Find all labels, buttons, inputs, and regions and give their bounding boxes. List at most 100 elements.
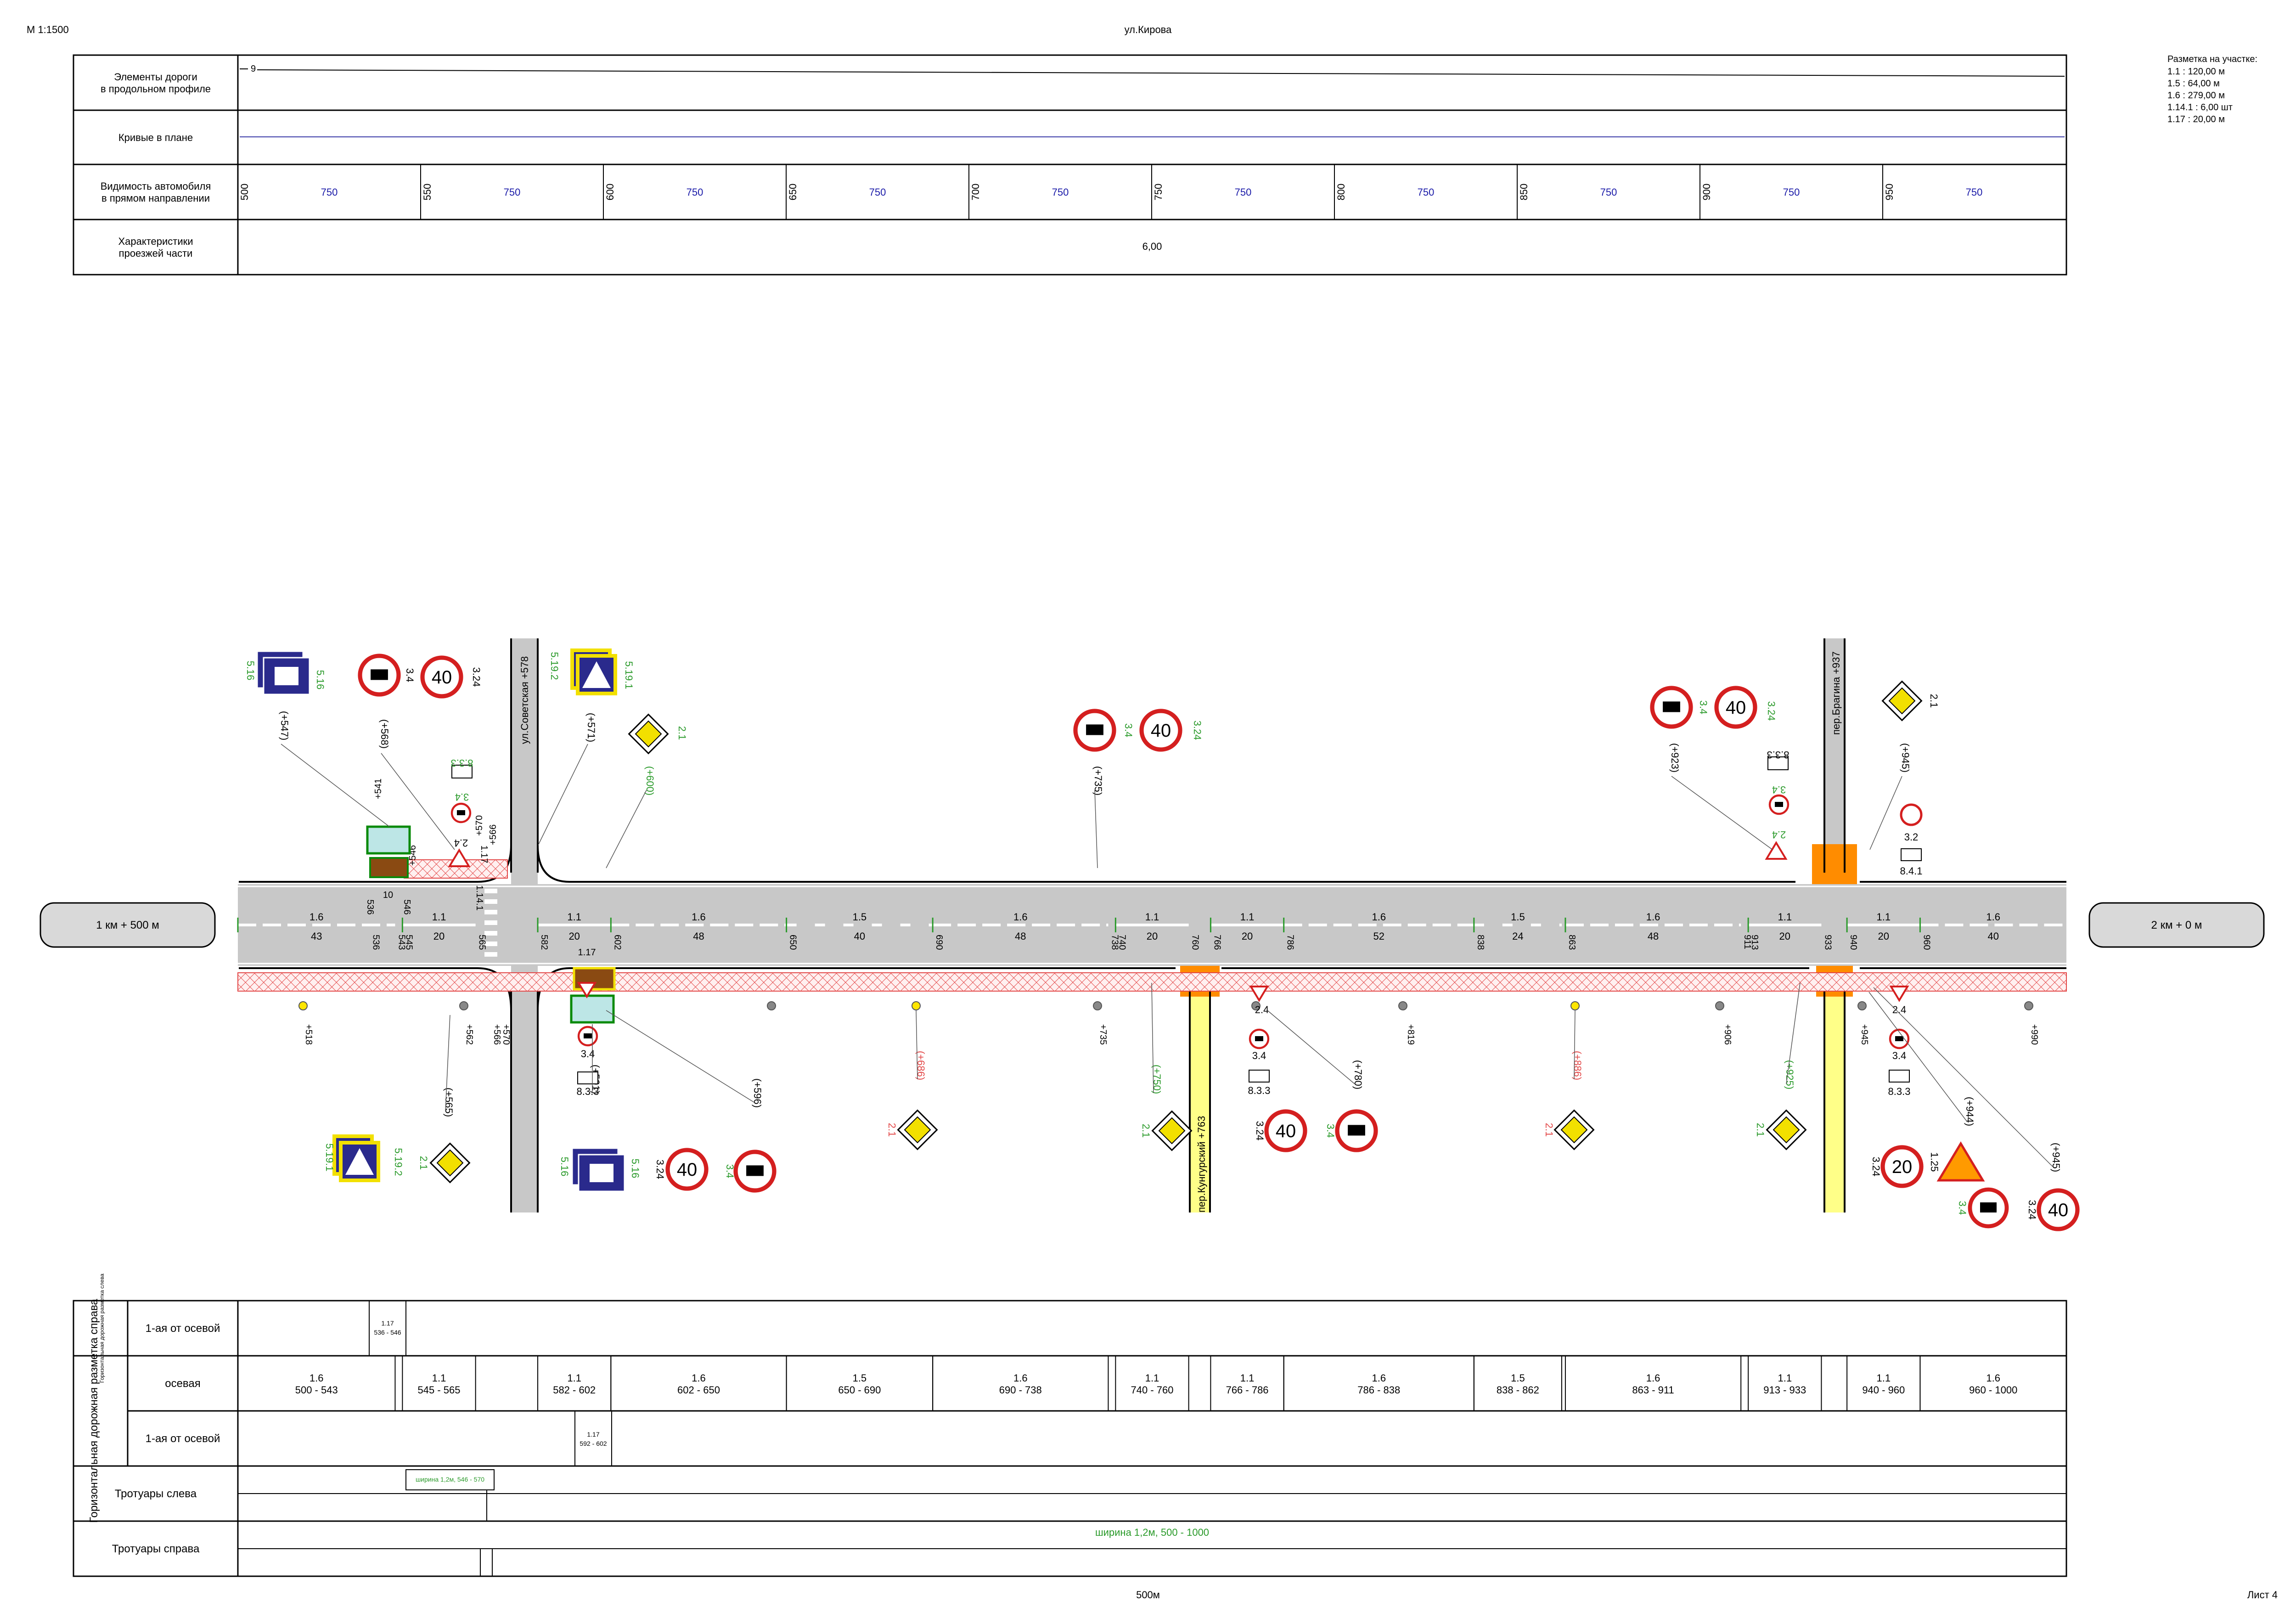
axis-picket: 738	[1109, 935, 1120, 950]
carriageway-width: 6,00	[1142, 241, 1162, 252]
visibility-km: 550	[422, 184, 433, 201]
markup-summary-line: 1.14.1 : 6,00 шт	[2167, 102, 2233, 113]
street-lamp	[912, 1001, 921, 1010]
axis-cell-range: 838 - 862	[1497, 1384, 1539, 1396]
left-misc-label: 10	[383, 890, 393, 900]
sign-label: (+547)	[279, 711, 290, 740]
sign-label: 5.16	[559, 1157, 570, 1177]
speed-limit-sign-bottom-ring	[665, 1148, 709, 1191]
main-road-sign-886-inner	[1560, 1116, 1588, 1144]
sign-label: 3.24	[1254, 1121, 1266, 1141]
no-trucks-sign-b	[1968, 1187, 2009, 1229]
sign-label: 3.4	[455, 791, 469, 803]
row-left-first: 1-ая от осевой	[146, 1322, 220, 1335]
axis-cell-code: 1.5	[1511, 1372, 1525, 1384]
footer-length: 500м	[1136, 1589, 1160, 1601]
top-row-label: Видимость автомобиля	[101, 180, 211, 192]
sign-label: 3.4	[1123, 723, 1134, 738]
axis-cell-range: 602 - 650	[677, 1384, 720, 1396]
axis-cell-range: 940 - 960	[1862, 1384, 1905, 1396]
sign-label: 5.16	[245, 661, 256, 681]
axis-segment-length: 20	[1878, 930, 1889, 942]
road-plan: 1 км + 500 м 2 км + 0 м ул.Советская +57…	[39, 638, 2265, 1231]
sign-label: (+780)	[1352, 1060, 1364, 1089]
axis-segment-code: 1.6	[310, 911, 324, 923]
visibility-value: 750	[1783, 186, 1800, 198]
sign-label: (+944)	[1964, 1097, 1975, 1126]
axis-cell-range: 500 - 543	[295, 1384, 338, 1396]
row-walk-left: Тротуары слева	[115, 1488, 197, 1500]
axis-picket: 838	[1475, 935, 1486, 950]
speed-limit-sign-k-value: 40	[1276, 1121, 1296, 1141]
sign-label: (+925)	[1784, 1060, 1795, 1089]
axis-segment-length: 40	[1987, 930, 1998, 942]
speed-limit-sign-value: 40	[432, 667, 452, 688]
side-street-kungursky: пер.Кунгурский +763	[1180, 964, 1220, 1212]
visibility-km: 950	[1884, 184, 1895, 201]
visibility-value: 750	[321, 186, 338, 198]
top-row-label: Элементы дороги	[114, 71, 197, 83]
axis-picket: 933	[1823, 935, 1833, 950]
row-right-first: 1-ая от осевой	[146, 1432, 220, 1445]
visibility-value: 750	[1600, 186, 1617, 198]
axis-cell-code: 1.6	[692, 1372, 706, 1384]
leader-line	[281, 744, 390, 827]
group-right-label: Горизонтальная дорожная разметка справа	[88, 1298, 100, 1522]
right-picket: +906	[1722, 1024, 1733, 1045]
crosswalk-sovetskaya	[484, 889, 497, 957]
pedestrian-sign	[576, 654, 617, 695]
axis-picket: 760	[1190, 935, 1200, 950]
axis-segment-code: 1.1	[1145, 911, 1159, 923]
main-road-sign-east-inner	[1888, 687, 1916, 715]
axis-segment-code: 1.5	[853, 911, 867, 923]
speed-limit-sign-20: 20	[1880, 1145, 1924, 1188]
end-km-marker: 2 км + 0 м	[2088, 902, 2265, 948]
start-km-marker: 1 км + 500 м	[39, 902, 216, 948]
axis-picket: 690	[934, 935, 944, 950]
speed-limit-sign-mid-ring	[1139, 709, 1182, 752]
visibility-value: 750	[1235, 186, 1252, 198]
no-trucks-sign-east	[1650, 686, 1693, 729]
yield-sign-kungursky-shape	[1249, 986, 1269, 1002]
bus-stop-sign-bottom	[578, 1154, 625, 1192]
speed-limit-sign-b-ring	[2037, 1188, 2080, 1231]
main-road-sign-925-inner	[1773, 1116, 1800, 1144]
axis-segment-code: 1.5	[1511, 911, 1525, 923]
axis-cell-code: 1.1	[432, 1372, 446, 1384]
yield-sign-right-shape	[577, 982, 597, 998]
sign-label: (+945)	[1900, 743, 1911, 773]
axis-segment-code: 1.6	[692, 911, 706, 923]
axis-cell-code: 1.1	[1778, 1372, 1792, 1384]
no-trucks-sign	[358, 654, 401, 697]
profile-mark: 9	[251, 64, 256, 74]
visibility-value: 750	[1052, 186, 1069, 198]
leader-line	[1574, 1010, 1576, 1080]
scale-label: М 1:1500	[27, 24, 69, 35]
leader-line	[538, 744, 588, 846]
markup-summary-line: 1.5 : 64,00 м	[2167, 79, 2220, 89]
axis-segment-length: 20	[568, 930, 580, 942]
top-row-label: Кривые в плане	[118, 132, 193, 143]
pedestrian-sign-pedestrian-icon	[582, 661, 611, 688]
left-picket: +566	[488, 824, 498, 845]
top-row-label: в продольном профиле	[101, 83, 211, 95]
axis-cell-range: 582 - 602	[553, 1384, 596, 1396]
no-trucks-sign-b-truck-icon	[1980, 1202, 1997, 1212]
right-picket: +518	[304, 1024, 314, 1045]
start-km-label: 1 км + 500 м	[96, 919, 159, 931]
main-road-sign-750-inner	[1158, 1117, 1186, 1145]
sign-label: 2.1	[418, 1156, 429, 1170]
left-misc-label: 1.14.1	[474, 885, 484, 911]
speed-limit-sign-b-value: 40	[2048, 1200, 2068, 1220]
bus-stop-sign-bottom-bus-icon	[590, 1164, 613, 1182]
walk-right-text: ширина 1,2м, 500 - 1000	[1095, 1527, 1209, 1538]
road-works-sign-shape	[1936, 1141, 1985, 1182]
sign-label: 3.4	[724, 1164, 736, 1179]
axis-picket: 536	[371, 935, 381, 950]
sign-label: 3.4	[404, 668, 416, 682]
street-lamp	[767, 1001, 776, 1010]
speed-limit-sign-east-ring	[1714, 686, 1757, 729]
sign-label: 2.4	[1255, 1004, 1269, 1015]
axis-segment-length: 48	[1648, 930, 1659, 942]
sign-label: 3.24	[1870, 1157, 1882, 1177]
